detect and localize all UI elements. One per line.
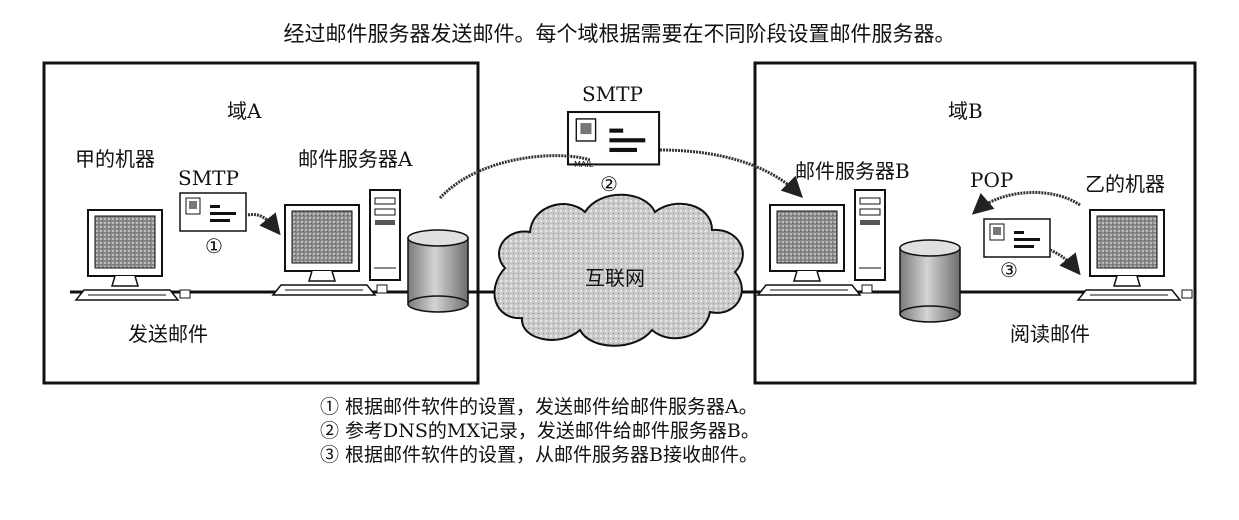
internet-label: 互联网 bbox=[585, 266, 645, 290]
computer-a-icon bbox=[75, 209, 191, 301]
arrow-step2-right bbox=[659, 148, 803, 198]
smtp-label-internet: SMTP bbox=[582, 82, 643, 106]
step-notes: ① 根据邮件软件的设置，发送邮件给邮件服务器A。 ② 参考DNS的MX记录，发送… bbox=[320, 395, 760, 467]
server-a-tower-icon bbox=[369, 189, 401, 281]
domain-a-box bbox=[42, 61, 480, 385]
envelope-internet-icon bbox=[566, 110, 661, 166]
arrow-step3 bbox=[1049, 248, 1081, 276]
mail-server-a-label: 邮件服务器A bbox=[298, 147, 413, 171]
domain-b-title: 域B bbox=[948, 99, 983, 123]
mailbox-a-icon bbox=[407, 229, 469, 313]
computer-b-icon bbox=[1077, 209, 1193, 301]
envelope-b-icon bbox=[983, 218, 1051, 258]
step1-marker: ① bbox=[205, 234, 223, 258]
envelope-a-icon bbox=[179, 192, 247, 232]
mailbox-b-icon bbox=[899, 239, 961, 323]
note-step3: ③ 根据邮件软件的设置，从邮件服务器B接收邮件。 bbox=[320, 444, 759, 466]
arrow-pop bbox=[971, 190, 1081, 215]
arrow-step1 bbox=[247, 212, 281, 236]
note-step2: ② 参考DNS的MX记录，发送邮件给邮件服务器B。 bbox=[320, 420, 760, 442]
read-mail-label: 阅读邮件 bbox=[1010, 322, 1090, 346]
note-step1: ① 根据邮件软件的设置，发送邮件给邮件服务器A。 bbox=[320, 396, 758, 418]
arrow-step2-left bbox=[438, 154, 591, 200]
smtp-label-a: SMTP bbox=[178, 166, 239, 190]
envelope-text: MAIL bbox=[574, 160, 594, 169]
pop-label: POP bbox=[970, 168, 1014, 192]
mail-server-b-label: 邮件服务器B bbox=[795, 159, 910, 183]
send-mail-label: 发送邮件 bbox=[128, 322, 208, 346]
sender-machine-label: 甲的机器 bbox=[75, 147, 155, 171]
step3-marker: ③ bbox=[1000, 258, 1018, 282]
server-b-tower-icon bbox=[854, 189, 886, 281]
domain-b-box bbox=[753, 61, 1197, 385]
domain-a-title: 域A bbox=[227, 99, 262, 123]
diagram-caption: 经过邮件服务器发送邮件。每个域根据需要在不同阶段设置邮件服务器。 bbox=[283, 22, 956, 46]
receiver-machine-label: 乙的机器 bbox=[1085, 172, 1165, 196]
step2-marker: ② bbox=[600, 172, 618, 196]
internet-cloud bbox=[493, 193, 744, 347]
